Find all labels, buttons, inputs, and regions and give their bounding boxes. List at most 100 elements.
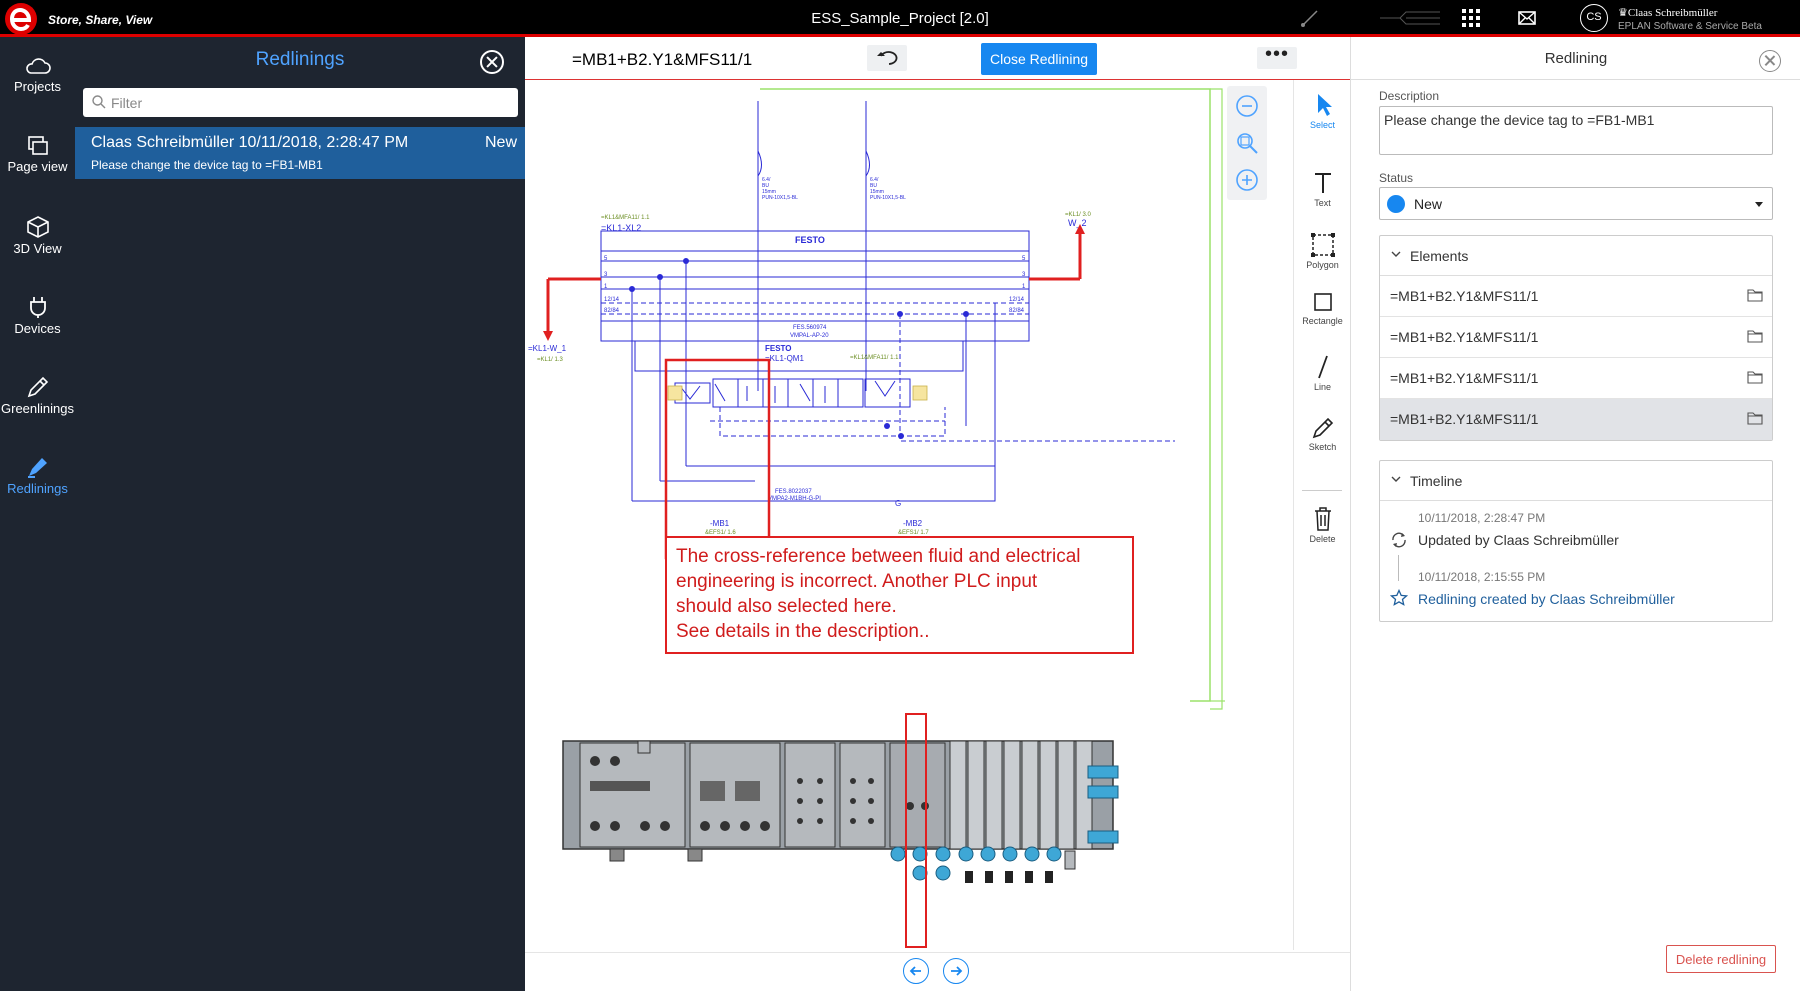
timeline-title: Timeline [1410,473,1462,489]
nav-label: Devices [0,321,75,336]
element-row[interactable]: =MB1+B2.Y1&MFS11/1 [1380,358,1772,399]
chevron-down-icon [1755,202,1763,207]
more-options-button[interactable]: ••• [1257,47,1297,69]
user-name: ♛Claas Schreibmüller [1618,6,1717,19]
xl2-label: =KL1-XL2 [601,223,641,233]
arrow-right-icon [944,959,968,983]
redline-comment-box[interactable]: The cross-reference between fluid and el… [665,536,1134,654]
filter-input[interactable] [111,92,511,113]
line-icon [1312,354,1334,380]
element-tag: =MB1+B2.Y1&MFS11/1 [1390,411,1538,427]
mb2-label: -MB2 [903,519,923,528]
chevron-down-icon [1390,473,1402,485]
tool-line[interactable]: Line [1294,348,1351,404]
arrow-left-icon [904,959,928,983]
elements-header[interactable]: Elements [1380,236,1772,276]
zoom-fit-icon[interactable] [1235,131,1259,155]
timeline-text: Updated by Claas Schreibmüller [1418,532,1619,548]
tool-label: Sketch [1294,442,1351,452]
redlinings-panel: Redlinings Claas Schreibmüller 10/11/201… [75,37,525,991]
tool-text[interactable]: Text [1294,164,1351,220]
tool-sketch[interactable]: Sketch [1294,410,1351,466]
tool-label: Delete [1294,534,1351,544]
rectangle-icon [1312,290,1334,314]
sync-icon [1390,531,1408,549]
nav-3d-view[interactable]: 3D View [0,207,75,277]
filter-box [83,88,518,117]
tool-label: Polygon [1294,260,1351,270]
pager-divider [525,952,1350,953]
user-avatar[interactable]: CS [1580,4,1608,32]
chevron-down-icon [1390,248,1402,260]
tool-delete[interactable]: Delete [1294,500,1351,556]
undo-button[interactable] [867,45,907,71]
zoom-in-icon[interactable] [1235,168,1259,192]
redlining-description: Please change the device tag to =FB1-MB1 [91,158,323,172]
xl2-ref: =KL1&MFA11/ 1.1 [601,215,650,221]
element-tag: =MB1+B2.Y1&MFS11/1 [1390,370,1538,386]
status-dropdown[interactable]: New [1379,187,1773,220]
svg-text:12/14: 12/14 [1009,297,1025,303]
sketch-icon [1311,416,1335,440]
status-label: Status [1379,171,1413,185]
link-icon[interactable] [1300,8,1320,28]
g-label: G [895,499,901,508]
timeline-text[interactable]: Redlining created by Claas Schreibmüller [1418,591,1675,607]
drawing-toolbar: Select Text Polygon Rectangle Line Sketc… [1293,80,1350,950]
trash-icon [1312,506,1334,532]
nav-label: Greenlinings [0,401,75,416]
marker-icon [25,455,51,479]
tool-rectangle[interactable]: Rectangle [1294,284,1351,340]
close-details-icon[interactable] [1759,50,1781,72]
folder-icon[interactable] [1747,329,1763,343]
close-redlining-button[interactable]: Close Redlining [981,43,1097,75]
element-tag: =MB1+B2.Y1&MFS11/1 [1390,329,1538,345]
close-panel-icon[interactable] [480,50,504,74]
folder-icon[interactable] [1747,288,1763,302]
comment-line: See details in the description.. [676,619,1123,644]
element-row[interactable]: =MB1+B2.Y1&MFS11/1 [1380,399,1772,440]
status-color-dot [1387,195,1405,213]
redlining-list-item[interactable]: Claas Schreibmüller 10/11/2018, 2:28:47 … [75,127,525,179]
next-page-button[interactable] [943,958,969,984]
nav-redlinings[interactable]: Redlinings [0,447,75,517]
zoom-out-icon[interactable] [1235,94,1259,118]
element-row[interactable]: =MB1+B2.Y1&MFS11/1 [1380,317,1772,358]
nav-page-view[interactable]: Page view [0,127,75,197]
vmpa-ref1: FES.8022037 [775,489,812,495]
nav-devices[interactable]: Devices [0,287,75,357]
timeline-section: Timeline 10/11/2018, 2:28:47 PM Updated … [1379,460,1773,622]
user-organization: EPLAN Software & Service Beta [1618,21,1762,32]
tool-label: Rectangle [1294,316,1351,326]
nav-greenlinings[interactable]: Greenlinings [0,367,75,437]
element-row[interactable]: =MB1+B2.Y1&MFS11/1 [1380,276,1772,317]
main-navigation: Projects Page view 3D View Devices Green… [0,37,75,991]
elements-title: Elements [1410,248,1468,264]
polygon-icon [1310,232,1336,258]
tool-select[interactable]: Select [1294,86,1351,142]
nav-projects[interactable]: Projects [0,47,75,117]
zoom-controls [1227,86,1267,200]
element-tag: =MB1+B2.Y1&MFS11/1 [1390,288,1538,304]
timeline-header[interactable]: Timeline [1380,461,1772,501]
drawing-area: =MB1+B2.Y1&MFS11/1 Close Redlining ••• 6… [525,37,1350,991]
cloud-icon [25,55,51,77]
tool-label: Text [1294,198,1351,208]
svg-text:82/84: 82/84 [1009,308,1025,314]
tool-label: Line [1294,382,1351,392]
redlining-status: New [485,134,517,152]
nav-label: Redlinings [0,481,75,496]
description-field[interactable]: Please change the device tag to =FB1-MB1 [1379,106,1773,155]
apps-grid-icon[interactable] [1461,8,1481,28]
document-title: =MB1+B2.Y1&MFS11/1 [572,50,752,70]
mail-icon[interactable] [1517,8,1537,28]
tool-polygon[interactable]: Polygon [1294,226,1351,282]
elements-section: Elements =MB1+B2.Y1&MFS11/1 =MB1+B2.Y1&M… [1379,235,1773,441]
previous-page-button[interactable] [903,958,929,984]
search-icon [92,95,106,109]
nav-label: 3D View [0,241,75,256]
delete-redlining-button[interactable]: Delete redlining [1666,945,1776,973]
folder-icon[interactable] [1747,370,1763,384]
folder-icon[interactable] [1747,411,1763,425]
timeline-time: 10/11/2018, 2:28:47 PM [1418,511,1545,525]
